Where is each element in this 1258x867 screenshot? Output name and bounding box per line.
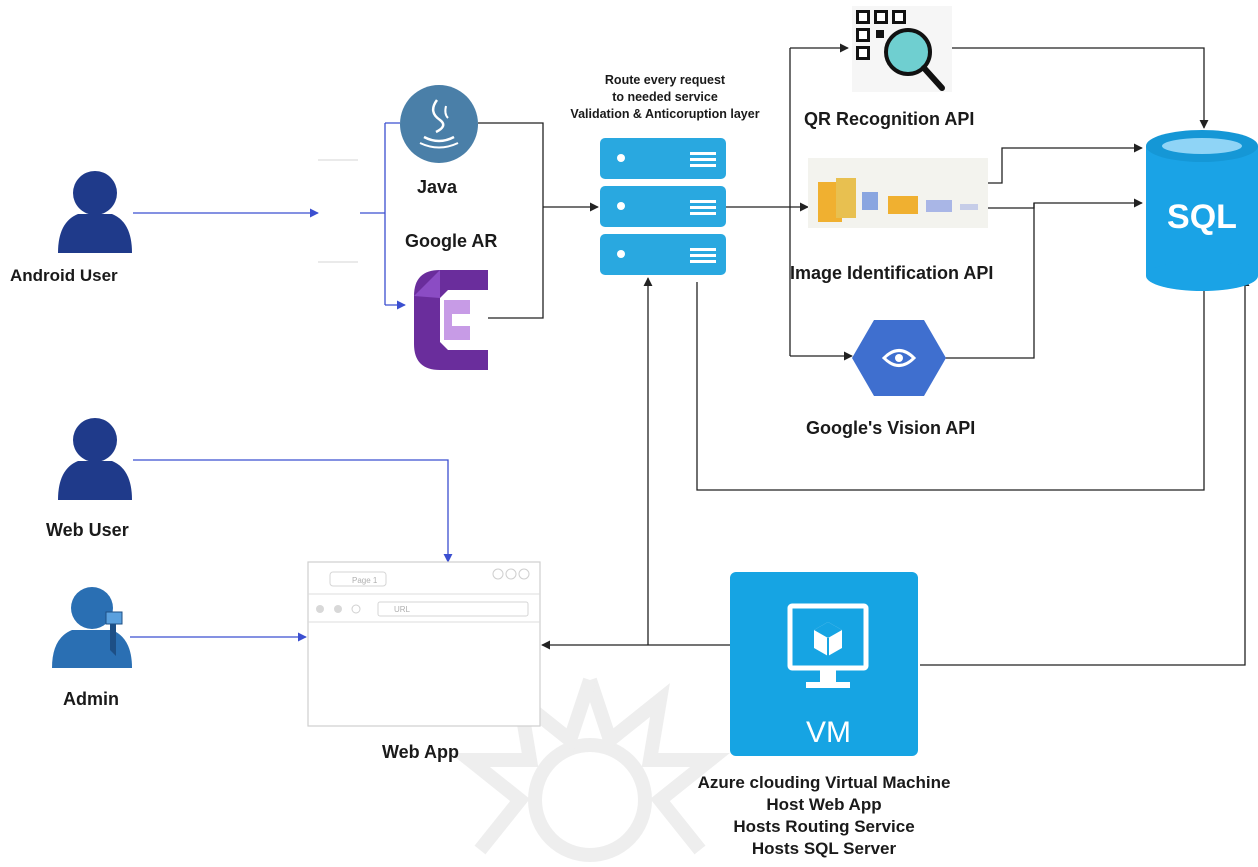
image-pipeline-icon (808, 158, 988, 228)
connector-vision-sql (945, 203, 1035, 359)
router-label-line: Route every request (604, 73, 726, 87)
android-user-icon (58, 171, 132, 253)
router-label: Route every request to needed service Va… (548, 72, 782, 123)
android-user-label: Android User (10, 266, 118, 285)
admin-icon (52, 587, 132, 668)
qr-api-label: QR Recognition API (804, 109, 975, 129)
vm-icon (730, 572, 918, 756)
router-label-line: Validation & Anticoruption layer (570, 107, 760, 121)
database-icon: SQL (1146, 130, 1258, 291)
connector-qr-sql (950, 47, 1209, 129)
vision-icon (852, 320, 946, 396)
phone-icon (318, 159, 358, 263)
connector-phone-branch (360, 122, 400, 305)
vm-caption: Azure clouding Virtual Machine Host Web … (644, 772, 1004, 860)
server-icon (600, 234, 726, 275)
image-api-label: Image Identification API (790, 263, 994, 283)
server-icon (600, 138, 726, 179)
connector-arcore-router (488, 207, 544, 319)
web-app-label: Web App (382, 742, 459, 762)
server-icon (600, 186, 726, 227)
connector-vm-sql (920, 277, 1250, 666)
connector-image-sql-b (988, 198, 1143, 209)
watermark (450, 677, 730, 862)
connector-router-sql (696, 277, 1209, 491)
connector-webuser-webapp (133, 459, 453, 563)
java-icon (400, 85, 478, 163)
sql-label: SQL (1167, 198, 1237, 236)
web-user-label: Web User (46, 520, 129, 540)
connector-image-sql-a (988, 143, 1143, 184)
vm-label: VM (806, 716, 851, 749)
router-label-line: to needed service (612, 90, 718, 104)
vision-api-label: Google's Vision API (806, 418, 976, 438)
connectors (130, 43, 1250, 666)
vm-monitor-icon (787, 603, 869, 688)
admin-label: Admin (63, 689, 119, 709)
browser-window-icon: Page 1 URL (307, 561, 541, 727)
browser-url-text: URL (394, 605, 411, 614)
connector-router-apis (726, 48, 791, 356)
router-server-stack (600, 138, 726, 275)
java-label: Java (417, 177, 458, 197)
web-user-icon (58, 418, 132, 500)
vm-caption-line: Host Web App (766, 795, 882, 814)
arcore-icon (414, 270, 488, 370)
vm-caption-line: Hosts Routing Service (733, 817, 915, 836)
browser-tab-text: Page 1 (352, 576, 378, 585)
vm-caption-line: Hosts SQL Server (751, 839, 897, 858)
qr-search-icon (852, 6, 952, 92)
google-ar-label: Google AR (405, 231, 498, 251)
vm-caption-line: Azure clouding Virtual Machine (697, 773, 951, 792)
connector-java-router (478, 122, 544, 207)
